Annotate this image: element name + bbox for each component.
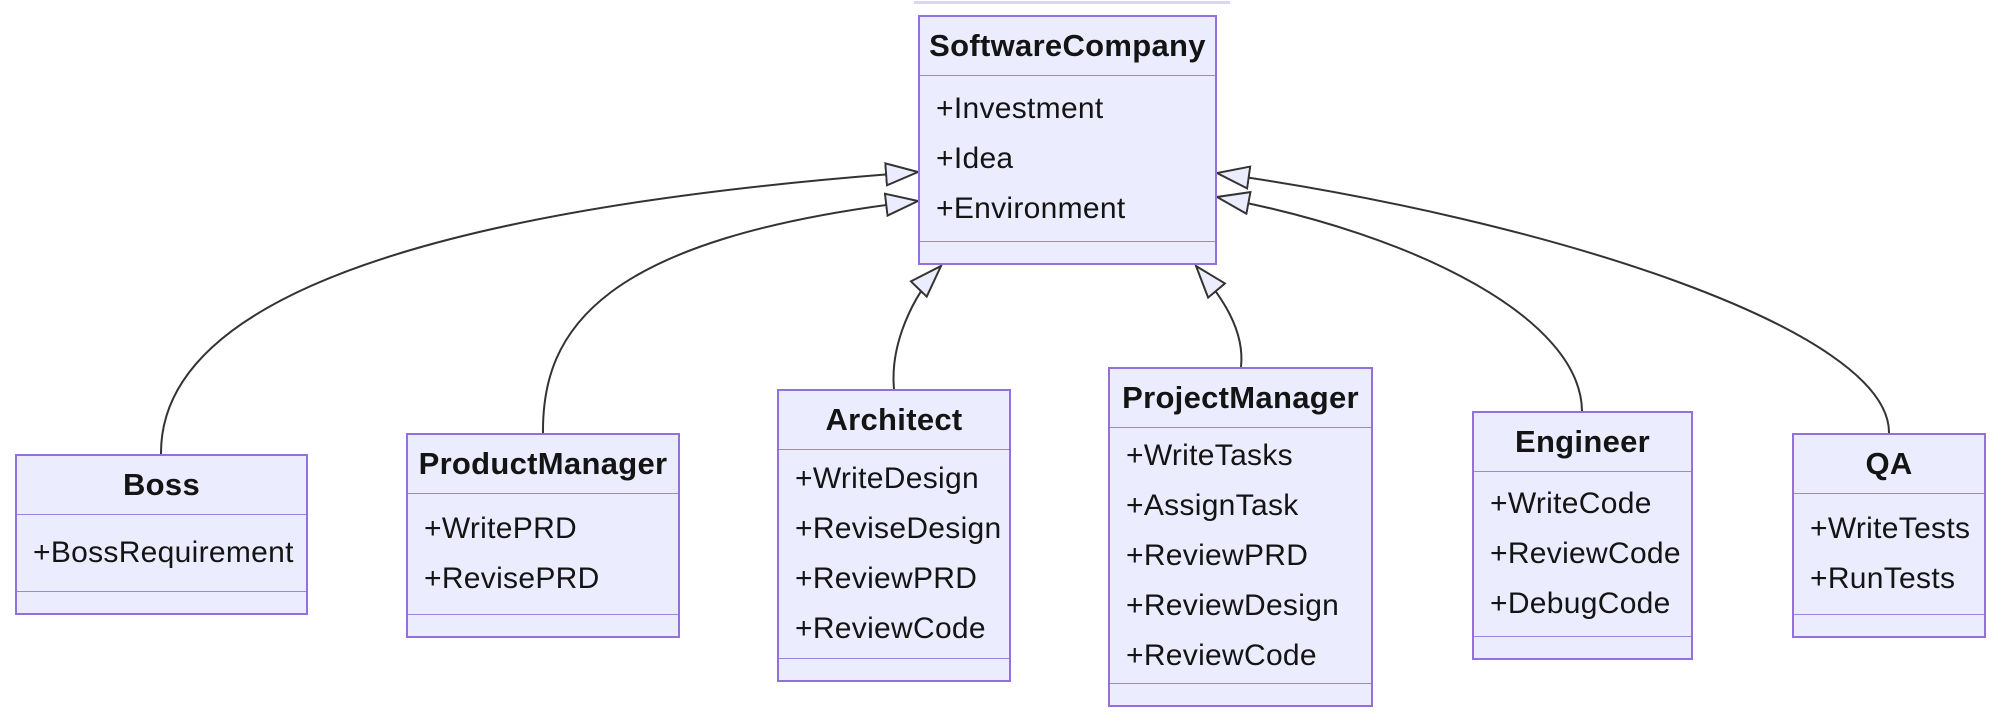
- class-title: ProductManager: [408, 435, 678, 494]
- class-title: Architect: [779, 391, 1009, 450]
- class-attributes: +WriteDesign +ReviseDesign +ReviewPRD +Revi…: [779, 450, 1009, 659]
- inheritance-edge-boss-to-softwarecompany: [159, 162, 922, 455]
- class-attribute: +ReviewCode: [1490, 537, 1681, 570]
- class-attribute: +WriteTasks: [1126, 438, 1293, 472]
- class-attribute: +WriteCode: [1490, 487, 1652, 520]
- class-node-engineer: Engineer +WriteCode +ReviewCode +DebugCode: [1472, 411, 1693, 660]
- class-title: ProjectManager: [1110, 369, 1371, 428]
- class-attribute: +WriteDesign: [795, 462, 979, 495]
- class-attributes: +WriteTasks +AssignTask +ReviewPRD +ReviewD…: [1110, 428, 1371, 684]
- class-attribute: +ReviseDesign: [795, 512, 1002, 545]
- inheritance-edge-projectmanager-to-softwarecompany: [1194, 263, 1243, 368]
- class-attribute: +ReviewCode: [1126, 638, 1317, 672]
- class-attribute: +Environment: [936, 191, 1126, 225]
- node-outer-edge-line: [914, 1, 1230, 4]
- class-attribute: +WritePRD: [424, 512, 578, 545]
- class-attribute: +AssignTask: [1126, 488, 1299, 522]
- class-attributes: +WriteCode +ReviewCode +DebugCode: [1474, 472, 1691, 637]
- class-attributes: +Investment +Idea +Environment: [920, 76, 1215, 242]
- class-attributes: +WriteTests +RunTests: [1794, 494, 1984, 615]
- class-attributes: +BossRequirement: [17, 515, 306, 592]
- class-attribute: +RunTests: [1810, 562, 1956, 595]
- class-methods-empty: [1110, 684, 1371, 705]
- class-node-projectmanager: ProjectManager +WriteTasks +AssignTask +Re…: [1108, 367, 1373, 707]
- class-title: Boss: [17, 456, 306, 515]
- class-methods-empty: [920, 242, 1215, 263]
- class-attribute: +RevisePRD: [424, 562, 600, 595]
- inheritance-edge-productmanager-to-softwarecompany: [541, 192, 922, 434]
- class-attribute: +ReviewCode: [795, 612, 986, 645]
- class-title: QA: [1794, 435, 1984, 494]
- class-attribute: +ReviewPRD: [795, 562, 978, 595]
- class-attributes: +WritePRD +RevisePRD: [408, 494, 678, 615]
- class-attribute: +ReviewPRD: [1126, 538, 1309, 572]
- class-methods-empty: [1794, 615, 1984, 636]
- class-attribute: +Investment: [936, 91, 1104, 125]
- class-attribute: +ReviewDesign: [1126, 588, 1340, 622]
- class-node-boss: Boss +BossRequirement: [15, 454, 308, 615]
- inheritance-edge-engineer-to-softwarecompany: [1213, 190, 1583, 412]
- class-methods-empty: [779, 659, 1009, 680]
- class-methods-empty: [17, 592, 306, 613]
- class-attribute: +BossRequirement: [33, 536, 294, 569]
- class-methods-empty: [408, 615, 678, 636]
- class-attribute: +DebugCode: [1490, 587, 1671, 620]
- inheritance-edge-architect-to-softwarecompany: [892, 263, 944, 390]
- class-node-productmanager: ProductManager +WritePRD +RevisePRD: [406, 433, 680, 638]
- class-attribute: +Idea: [936, 141, 1014, 175]
- class-node-softwarecompany: SoftwareCompany +Investment +Idea +Environ…: [918, 15, 1217, 265]
- class-title: Engineer: [1474, 413, 1691, 472]
- class-node-qa: QA +WriteTests +RunTests: [1792, 433, 1986, 638]
- class-methods-empty: [1474, 637, 1691, 658]
- class-node-architect: Architect +WriteDesign +ReviseDesign +Revi…: [777, 389, 1011, 682]
- inheritance-edge-qa-to-softwarecompany: [1213, 165, 1891, 434]
- class-title: SoftwareCompany: [920, 17, 1215, 76]
- class-attribute: +WriteTests: [1810, 512, 1971, 545]
